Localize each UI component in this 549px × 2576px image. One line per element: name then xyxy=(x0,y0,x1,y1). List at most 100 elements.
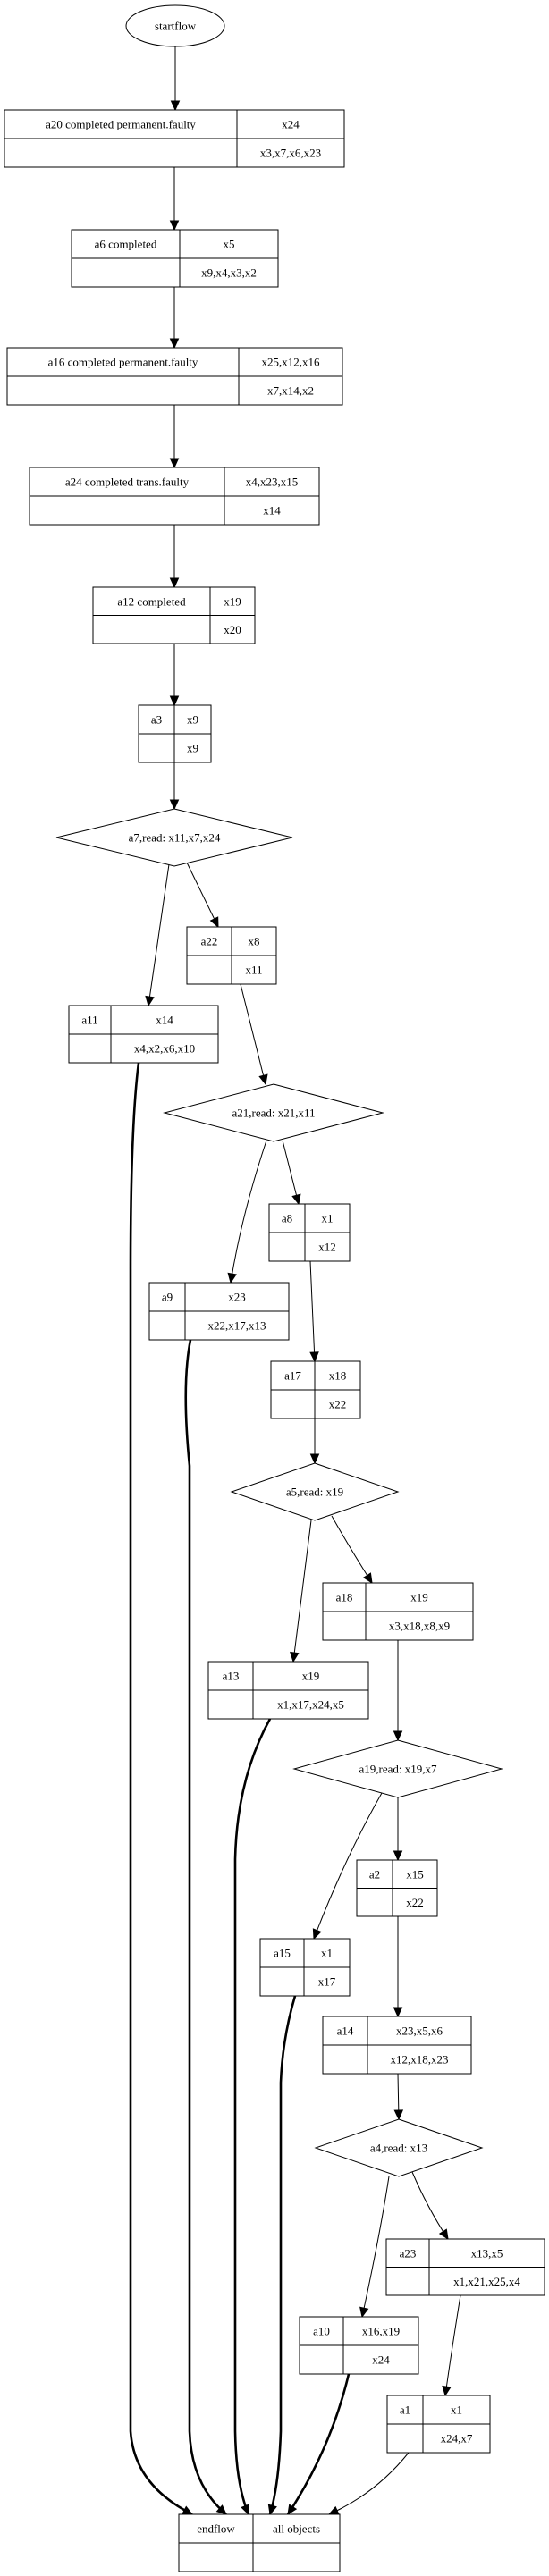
activity-title: a17 xyxy=(284,1369,301,1383)
edge-a22-to-a21 xyxy=(240,983,266,1085)
edge-a9-to-endflow xyxy=(184,1339,227,2515)
objects-read: x3,x7,x6,x23 xyxy=(260,147,321,160)
activity-title: a8 xyxy=(282,1212,292,1225)
node-a15[interactable]: a15 x1 x17 xyxy=(259,1938,351,1997)
node-a4[interactable]: a4,read: x13 xyxy=(314,2118,484,2177)
objects-written: x14 xyxy=(156,1014,173,1027)
objects-read: x17 xyxy=(318,1975,336,1989)
edge-a13-to-endflow xyxy=(233,1718,272,2515)
decision-label: a21,read: x21,x11 xyxy=(232,1107,315,1120)
node-a21[interactable]: a21,read: x21,x11 xyxy=(163,1083,384,1142)
start-node[interactable]: startflow xyxy=(125,4,225,47)
objects-written: x1 xyxy=(451,2403,462,2417)
objects-read: x12 xyxy=(318,1241,336,1254)
objects-read: x1,x21,x25,x4 xyxy=(453,2275,520,2288)
arrowhead-icon xyxy=(290,1651,300,1663)
start-label: startflow xyxy=(155,20,197,33)
activity-title: a22 xyxy=(201,935,218,948)
activity-title: a14 xyxy=(337,2025,354,2038)
arrowhead-icon xyxy=(169,799,180,811)
end-label: endflow xyxy=(197,2522,235,2536)
objects-read: x14 xyxy=(263,504,281,518)
node-a16[interactable]: a16 completed permanent.faulty x25,x12,x1… xyxy=(6,347,343,406)
arrowhead-icon xyxy=(442,2385,452,2397)
decision-diamond xyxy=(314,2118,484,2177)
arrowhead-icon xyxy=(169,577,180,589)
edge-a11-to-endflow xyxy=(129,1062,193,2516)
objects-written: x1 xyxy=(322,1212,334,1225)
arrowhead-icon xyxy=(312,1928,322,1940)
edge-a21-to-a9 xyxy=(230,1140,267,1284)
activity-title: a2 xyxy=(369,1867,380,1881)
arrowhead-icon xyxy=(227,1272,237,1284)
objects-read: x24 xyxy=(372,2353,390,2367)
objects-read: x3,x18,x8,x9 xyxy=(389,1620,450,1633)
edge-a15-to-endflow xyxy=(268,1995,297,2515)
objects-written: x13,x5 xyxy=(471,2246,503,2260)
node-a7[interactable]: a7,read: x11,x7,x24 xyxy=(55,808,293,867)
objects-read: x9 xyxy=(187,742,198,755)
node-a24[interactable]: a24 completed trans.faulty x4,x23,x15 x14 xyxy=(29,467,320,526)
objects-written: x9 xyxy=(187,713,198,727)
arrowhead-icon xyxy=(169,695,180,707)
objects-written: x1 xyxy=(321,1947,333,1960)
arrowhead-icon xyxy=(287,2504,298,2516)
edge-a4-to-a10 xyxy=(361,2176,390,2318)
activity-title: a6 completed xyxy=(95,238,157,251)
edge-a7-to-a11 xyxy=(148,863,170,1006)
edge-a5-to-a13 xyxy=(292,1520,312,1663)
objects-written: x19 xyxy=(410,1591,428,1604)
decision-label: a4,read: x13 xyxy=(370,2142,427,2155)
decision-diamond xyxy=(163,1083,384,1142)
activity-title: a11 xyxy=(81,1014,97,1027)
arrowhead-icon xyxy=(291,1193,301,1206)
objects-written: x24 xyxy=(282,118,300,131)
decision-label: a19,read: x19,x7 xyxy=(359,1763,437,1776)
arrowhead-icon xyxy=(267,2504,277,2516)
arrowhead-icon xyxy=(241,2504,250,2516)
activity-title: a24 completed trans.faulty xyxy=(65,476,190,489)
arrowhead-icon xyxy=(359,2306,369,2319)
node-a8[interactable]: a8 x1 x12 xyxy=(268,1203,351,1262)
edge-a7-to-a22 xyxy=(186,862,219,928)
decision-diamond xyxy=(292,1739,503,1798)
objects-written: x5 xyxy=(224,238,235,251)
edge-a1-to-endflow xyxy=(328,2452,410,2515)
arrowhead-icon xyxy=(169,220,180,232)
activity-title: a18 xyxy=(336,1591,353,1604)
arrowhead-icon xyxy=(145,995,155,1007)
arrowhead-icon xyxy=(393,2109,404,2121)
end-objects-label: all objects xyxy=(273,2522,320,2536)
decision-diamond xyxy=(230,1462,400,1521)
node-a19[interactable]: a19,read: x19,x7 xyxy=(292,1739,503,1798)
objects-written: x25,x12,x16 xyxy=(262,356,321,369)
node-a5[interactable]: a5,read: x19 xyxy=(230,1462,400,1521)
activity-title: a1 xyxy=(400,2403,410,2417)
arrowhead-icon xyxy=(169,338,180,349)
arrowhead-icon xyxy=(393,1850,403,1862)
objects-written: x4,x23,x15 xyxy=(246,476,299,489)
objects-written: x19 xyxy=(302,1670,320,1683)
edges-layer xyxy=(129,46,461,2516)
node-a18[interactable]: a18 x19 x3,x18,x8,x9 xyxy=(322,1582,474,1641)
arrowhead-icon xyxy=(169,458,180,469)
end-node[interactable]: endflow all objects xyxy=(178,2513,341,2572)
activity-title: a15 xyxy=(274,1947,291,1960)
activity-title: a16 completed permanent.faulty xyxy=(48,356,198,369)
